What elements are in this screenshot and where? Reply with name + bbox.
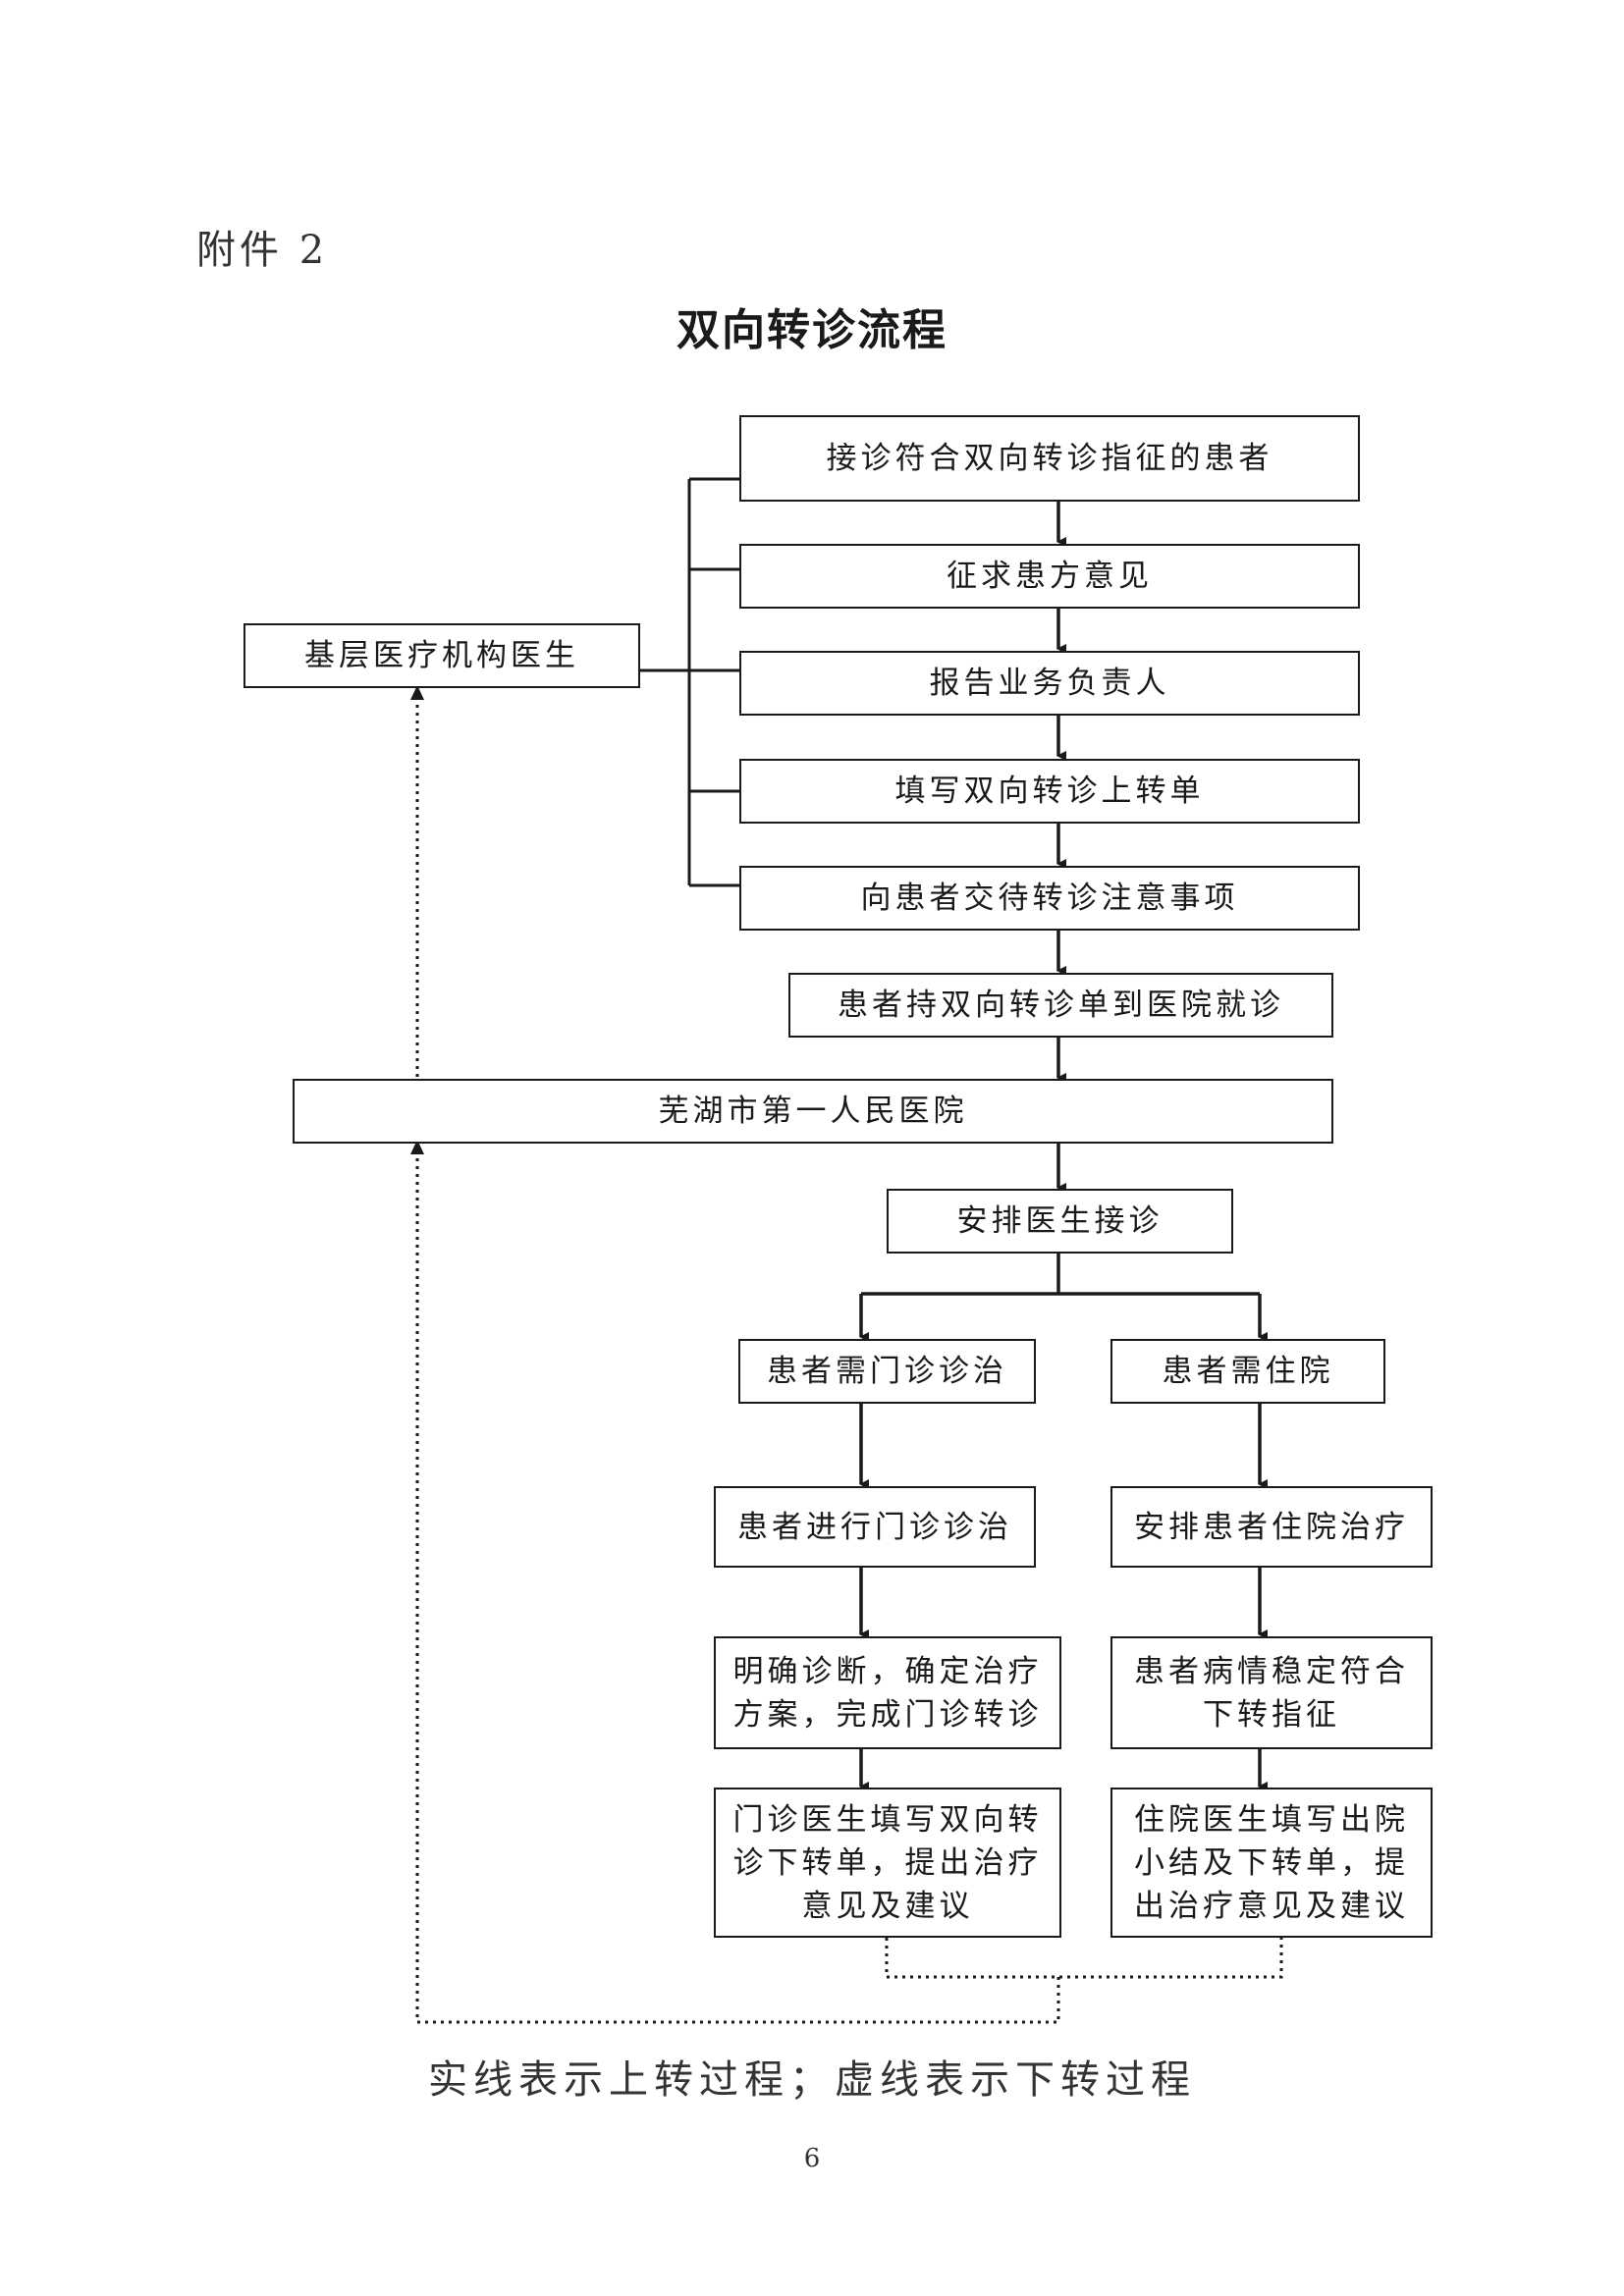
bracket-connector [638,477,739,887]
legend-caption: 实线表示上转过程；虚线表示下转过程 [428,2057,1196,2103]
node-explain-notes: 向患者交待转诊注意事项 [739,866,1360,931]
node-inpatient-treatment: 安排患者住院治疗 [1110,1486,1433,1568]
node-assign-doctor: 安排医生接诊 [887,1189,1233,1254]
node-report-leader: 报告业务负责人 [739,651,1360,716]
node-outpatient-down-form: 门诊医生填写双向转 诊下转单，提出治疗 意见及建议 [714,1788,1061,1938]
node-fill-up-form: 填写双向转诊上转单 [739,759,1360,824]
node-inpatient-stable: 患者病情稳定符合 下转指征 [1110,1636,1433,1749]
page-title: 双向转诊流程 [677,305,947,355]
dotted-arrowheads [410,685,424,1154]
node-need-inpatient: 患者需住院 [1110,1339,1385,1404]
node-primary-doctor: 基层医疗机构医生 [244,623,640,688]
node-outpatient-treatment: 患者进行门诊诊治 [714,1486,1036,1568]
node-seek-opinion: 征求患方意见 [739,544,1360,609]
solid-arrows [859,501,1268,1791]
dotted-lines [415,699,1283,2024]
dotted-merge [885,1938,1283,1979]
page-number: 6 [803,2144,821,2173]
node-inpatient-down-form: 住院医生填写出院 小结及下转单，提 出治疗意见及建议 [1110,1788,1433,1938]
node-patient-visit: 患者持双向转诊单到医院就诊 [788,973,1333,1038]
annex-label: 附件 2 [196,228,329,273]
node-accept-patient: 接诊符合双向转诊指征的患者 [739,415,1360,502]
node-need-outpatient: 患者需门诊诊治 [738,1339,1036,1404]
node-hospital: 芜湖市第一人民医院 [293,1079,1333,1144]
node-outpatient-diagnosis: 明确诊断，确定治疗 方案，完成门诊转诊 [714,1636,1061,1749]
